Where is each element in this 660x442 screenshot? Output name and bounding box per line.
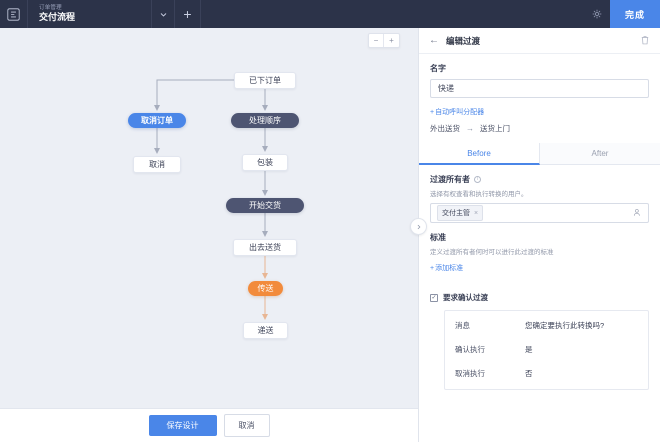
confirm-row: 消息 您确定要执行此转换吗? xyxy=(455,320,638,331)
page-title: 交付流程 xyxy=(39,11,76,22)
acd-link[interactable]: +自动呼叫分配器 xyxy=(430,107,649,117)
flow-node-label: 已下订单 xyxy=(249,76,281,85)
flow-node-label: 处理顺序 xyxy=(249,116,281,125)
top-bar: 订单管理 交付流程 + 完成 xyxy=(0,0,660,28)
flow-node-label: 包装 xyxy=(257,158,273,167)
plus-glyph: + xyxy=(430,109,435,116)
app-logo-icon xyxy=(7,7,20,21)
chevron-down-icon xyxy=(160,12,166,17)
title-group: 订单管理 交付流程 xyxy=(28,4,76,22)
flow-node[interactable]: 传送 xyxy=(248,281,283,296)
chevron-right-icon xyxy=(417,224,420,229)
app-logo[interactable] xyxy=(0,0,28,28)
confirm-row: 取消执行 否 xyxy=(455,368,638,379)
confirm-checkbox-row[interactable]: ✓ 要求确认过渡 xyxy=(430,292,649,303)
gear-icon xyxy=(592,9,602,19)
criteria-section: 标准 定义过渡所有者何时可以进行此过渡的标准 +添加标准 xyxy=(419,223,660,273)
transition-to: 送货上门 xyxy=(480,124,510,133)
breadcrumb: 订单管理 xyxy=(39,4,62,11)
flow-node-label: 传送 xyxy=(257,284,274,293)
criteria-description: 定义过渡所有者何时可以进行此过渡的标准 xyxy=(430,249,554,256)
trash-icon xyxy=(641,35,649,44)
person-add-button[interactable] xyxy=(633,204,642,222)
cancel-button[interactable]: 取消 xyxy=(223,414,270,437)
owner-label-row: 过渡所有者 i xyxy=(430,174,649,185)
confirm-row: 确认执行 是 xyxy=(455,344,638,355)
person-add-icon xyxy=(633,209,640,216)
confirm-row-key: 取消执行 xyxy=(455,369,485,378)
confirm-checkbox-label: 要求确认过渡 xyxy=(443,293,488,302)
panel-collapse-handle[interactable] xyxy=(410,218,427,235)
info-icon[interactable]: i xyxy=(474,176,481,183)
back-button[interactable]: ← xyxy=(429,35,439,46)
confirm-row-value: 是 xyxy=(525,345,533,354)
criteria-label: 标准 xyxy=(430,233,446,242)
add-criteria-link[interactable]: +添加标准 xyxy=(430,263,649,273)
delete-transition-button[interactable] xyxy=(640,32,650,50)
owner-chip[interactable]: 交付主管 × xyxy=(437,205,484,221)
workflow-dropdown-button[interactable] xyxy=(151,0,176,28)
owner-description: 选择有权查看和执行转换的用户。 xyxy=(430,191,528,198)
settings-button[interactable] xyxy=(584,0,610,28)
add-button[interactable]: + xyxy=(175,0,202,28)
flow-node[interactable]: 取消 xyxy=(133,156,181,173)
owner-label: 过渡所有者 xyxy=(430,175,470,184)
canvas-footer: 保存设计 取消 xyxy=(0,408,418,442)
flow-node-label: 取消订单 xyxy=(141,116,173,125)
done-button[interactable]: 完成 xyxy=(610,0,660,28)
add-criteria-label: 添加标准 xyxy=(435,265,464,272)
flow-node-label: 递送 xyxy=(257,326,274,335)
plus-glyph-2: + xyxy=(430,265,435,272)
tab-after[interactable]: After xyxy=(540,143,660,164)
flow-node[interactable]: 取消订单 xyxy=(128,113,186,128)
confirm-checkbox[interactable]: ✓ xyxy=(430,293,438,302)
owner-chip-label: 交付主管 xyxy=(442,210,470,217)
confirm-row-key: 消息 xyxy=(455,321,470,330)
name-input[interactable]: 快递 xyxy=(430,79,649,98)
name-label: 名字 xyxy=(430,64,446,73)
flow-node[interactable]: 递送 xyxy=(243,322,288,339)
acd-section: +自动呼叫分配器 外出送货 → 送货上门 xyxy=(419,98,660,134)
flow-node-label: 开始交货 xyxy=(249,201,281,210)
zoom-out-button[interactable]: − xyxy=(369,34,384,47)
save-design-button[interactable]: 保存设计 xyxy=(148,415,217,436)
name-section: 名字 快递 xyxy=(419,54,660,98)
transition-path: 外出送货 → 送货上门 xyxy=(430,123,649,134)
workflow-connectors xyxy=(154,79,268,320)
zoom-in-button[interactable]: + xyxy=(389,36,394,45)
arrow-icon: → xyxy=(466,124,474,133)
tab-before[interactable]: Before xyxy=(419,143,540,165)
confirm-row-value: 否 xyxy=(525,369,533,378)
flow-node[interactable]: 出去送货 xyxy=(233,239,297,256)
flow-node[interactable]: 已下订单 xyxy=(234,72,296,89)
panel-header: ← 编辑过渡 xyxy=(419,28,660,54)
flow-node[interactable]: 包装 xyxy=(242,154,288,171)
flow-node-label: 取消 xyxy=(149,160,165,169)
flow-node[interactable]: 开始交货 xyxy=(226,198,304,213)
owner-section: 过渡所有者 i 选择有权查看和执行转换的用户。 交付主管 × xyxy=(419,165,660,223)
workflow-canvas[interactable]: − + 已下订单取消订单 处理顺序取消 包装开始交货出去送货传送递送 保存设计 xyxy=(0,28,418,442)
edit-transition-panel: ← 编辑过渡 名字 快递 +自动呼叫分配器 外出送货 → 送货上门 Before… xyxy=(410,28,660,442)
panel-title: 编辑过渡 xyxy=(446,35,481,46)
acd-link-label: 自动呼叫分配器 xyxy=(435,109,485,116)
confirm-details-box: 消息 您确定要执行此转换吗? 确认执行 是取消执行 否 xyxy=(444,310,649,390)
confirm-section: ✓ 要求确认过渡 消息 您确定要执行此转换吗? 确认执行 是取消执行 否 xyxy=(419,273,660,390)
flow-node[interactable]: 处理顺序 xyxy=(231,113,299,128)
close-icon[interactable]: × xyxy=(474,209,479,217)
transition-from: 外出送货 xyxy=(430,124,460,133)
confirm-row-value: 您确定要执行此转换吗? xyxy=(525,321,605,330)
flow-node-label: 出去送货 xyxy=(249,243,281,252)
confirm-row-key: 确认执行 xyxy=(455,345,485,354)
owner-select[interactable]: 交付主管 × xyxy=(430,203,649,223)
zoom-controls[interactable]: − + xyxy=(368,33,400,48)
